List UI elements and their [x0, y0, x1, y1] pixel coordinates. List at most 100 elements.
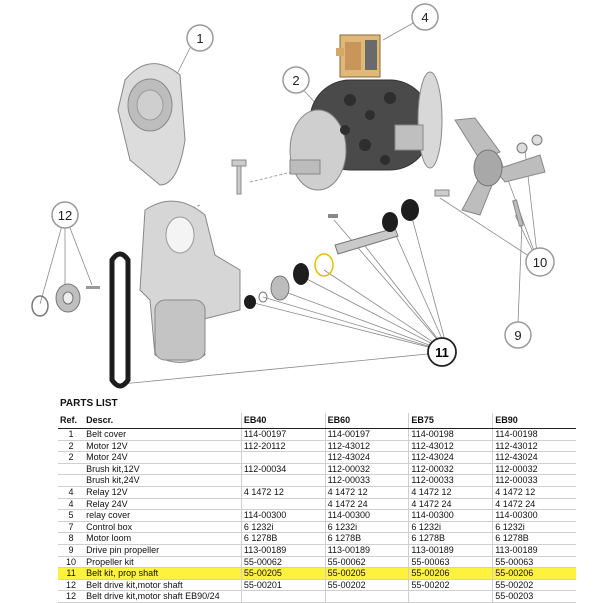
callout-4: 4: [411, 3, 439, 31]
callout-12: 12: [51, 201, 79, 229]
cell-eb60: 112-00033: [324, 474, 409, 487]
cell-eb40: 55-00062: [240, 556, 326, 569]
parts-list: PARTS LIST Ref. Descr. EB40 EB60 EB75 EB…: [58, 398, 578, 603]
cell-ref: 12: [58, 590, 85, 603]
callout-9: 9: [504, 321, 532, 349]
cell-eb60: 4 1472 24: [324, 498, 409, 511]
cell-ref: 10: [58, 556, 85, 569]
cell-ref: [58, 463, 85, 476]
cell-ref: 4: [58, 498, 85, 511]
callout-1-label: 1: [196, 31, 203, 46]
cell-descr: Brush kit,12V: [84, 463, 242, 476]
cell-eb75: 4 1472 12: [408, 486, 493, 499]
cell-ref: 8: [58, 532, 85, 545]
header-ref: Ref.: [58, 413, 85, 429]
cell-eb60: 6 1278B: [324, 532, 409, 545]
callout-4-label: 4: [421, 10, 428, 25]
exploded-parts-diagram: 1 2 4 12 10 9 11: [31, 3, 555, 389]
cell-eb75: 4 1472 24: [408, 498, 493, 511]
relay-part: [336, 34, 381, 78]
cell-eb90: 112-00033: [492, 474, 576, 487]
cell-descr: Belt drive kit,motor shaft: [84, 579, 242, 592]
motor-pulley-part: [31, 283, 100, 317]
cell-eb40: [240, 498, 326, 511]
cell-eb60: 55-00202: [324, 579, 409, 592]
cell-descr: Brush kit,24V: [84, 474, 242, 487]
cell-eb40: 112-00034: [240, 463, 326, 476]
cell-eb60: 55-00205: [324, 567, 409, 580]
cell-eb90: 6 1278B: [492, 532, 576, 545]
cell-eb90: 55-00063: [492, 556, 576, 569]
cell-descr: Motor 24V: [84, 451, 242, 464]
cell-eb60: 114-00197: [324, 428, 409, 441]
cell-eb40: 112-20112: [240, 440, 326, 453]
cell-eb75: 114-00300: [408, 509, 493, 522]
cell-eb90: 112-43012: [492, 440, 576, 453]
cell-eb90: 55-00203: [492, 590, 576, 603]
prop-shaft-kit-part: [244, 199, 419, 309]
cell-eb75: 112-00032: [408, 463, 493, 476]
cell-eb60: [324, 590, 409, 603]
callout-2-label: 2: [292, 73, 299, 88]
cell-eb40: 55-00201: [240, 579, 326, 592]
cell-eb90: 55-00206: [492, 567, 576, 580]
parts-table-header-row: Ref. Descr. EB40 EB60 EB75 EB90: [58, 413, 576, 429]
header-descr: Descr.: [84, 413, 242, 429]
callout-10-label: 10: [533, 255, 547, 270]
callout-1: 1: [186, 24, 214, 52]
cell-eb60: 55-00062: [324, 556, 409, 569]
cell-eb40: 55-00205: [240, 567, 326, 580]
cell-eb60: 6 1232i: [324, 521, 409, 534]
cell-ref: 11: [58, 567, 85, 580]
header-eb60: EB60: [324, 413, 409, 429]
callout-11-label: 11: [435, 345, 449, 360]
leg-housing-part: [139, 200, 241, 363]
cell-descr: Belt cover: [84, 428, 242, 441]
cell-eb60: 112-00032: [324, 463, 409, 476]
cell-eb90: 114-00300: [492, 509, 576, 522]
cell-eb75: 55-00206: [408, 567, 493, 580]
cell-eb40: 113-00189: [240, 544, 326, 557]
cell-eb90: 112-00032: [492, 463, 576, 476]
cell-ref: 12: [58, 579, 85, 592]
cell-eb40: 6 1278B: [240, 532, 326, 545]
cell-eb90: 55-00202: [492, 579, 576, 592]
cell-eb60: 114-00300: [324, 509, 409, 522]
cell-eb40: 114-00197: [240, 428, 326, 441]
header-eb40: EB40: [240, 413, 326, 429]
cell-descr: Motor loom: [84, 532, 242, 545]
cell-descr: Propeller kit: [84, 556, 242, 569]
cell-eb90: 4 1472 24: [492, 498, 576, 511]
cell-descr: Belt drive kit,motor shaft EB90/24: [84, 590, 242, 603]
cell-eb75: 112-00033: [408, 474, 493, 487]
cell-ref: 7: [58, 521, 85, 534]
cell-descr: Relay 12V: [84, 486, 242, 499]
cell-ref: 4: [58, 486, 85, 499]
cell-eb40: [240, 474, 326, 487]
cell-descr: Control box: [84, 521, 242, 534]
cell-descr: Relay 24V: [84, 498, 242, 511]
callout-11: 11: [427, 337, 457, 367]
cell-eb75: 6 1232i: [408, 521, 493, 534]
cell-ref: 5: [58, 509, 85, 522]
cell-ref: 1: [58, 428, 85, 441]
header-eb75: EB75: [408, 413, 493, 429]
cell-eb75: 112-43012: [408, 440, 493, 453]
cell-eb75: 112-43024: [408, 451, 493, 464]
parts-list-title: PARTS LIST: [60, 398, 118, 409]
motor-part: [289, 71, 443, 191]
cell-eb40: [240, 590, 326, 603]
cell-eb75: 55-00202: [408, 579, 493, 592]
